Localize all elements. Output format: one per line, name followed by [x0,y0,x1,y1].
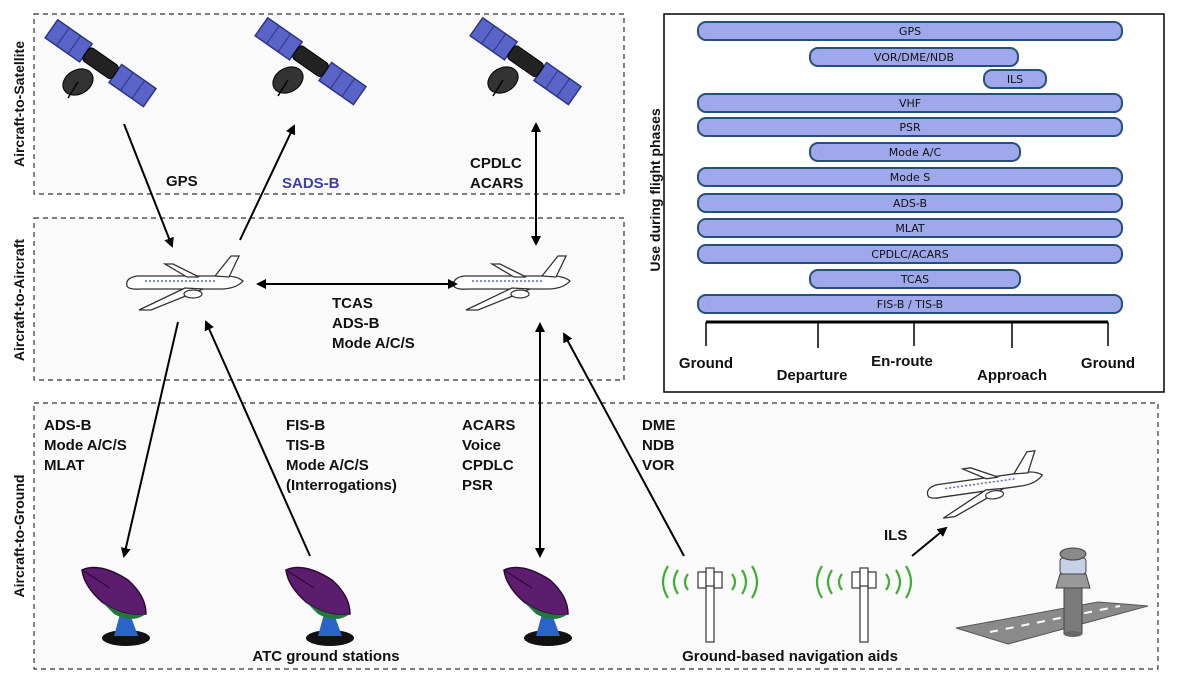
label-cpdlc: CPDLC [470,155,522,172]
label-acars: ACARS [470,175,523,192]
section-label-satellite: Aircraft-to-Satellite [11,41,27,167]
ground-section-box [33,402,1159,670]
label-g4-0: DME [642,417,675,434]
label-g3-2: CPDLC [462,457,514,474]
phases-panel-title: Use during flight phases [647,108,663,272]
phase-bar-ils [983,69,1047,89]
arrow-ground-2 [204,320,311,557]
label-g1-1: Mode A/C/S [44,437,127,454]
phase-bar-mlat [697,218,1123,238]
section-label-aircraft: Aircraft-to-Aircraft [11,239,27,361]
phase-label-approach: Approach [977,367,1047,384]
label-sadsb: SADS-B [282,175,340,192]
phase-label-ground-start: Ground [679,355,733,372]
satellite-section-box [33,13,625,195]
label-a2a-adsb: ADS-B [332,315,380,332]
phase-label-departure: Departure [777,367,848,384]
aircraft-section-box [33,217,625,381]
phase-bar-vhf [697,93,1123,113]
phase-bar-label-adsb: ADS-B [893,197,927,210]
label-navaids: Ground-based navigation aids [682,648,898,665]
phase-bar-label-gps: GPS [899,25,921,38]
phase-bar-fisb [697,294,1123,314]
label-g1-2: MLAT [44,457,85,474]
phase-bar-modeac [809,142,1021,162]
arrow-ils [911,526,948,557]
phase-bar-label-ils: ILS [1007,73,1023,86]
label-a2a-tcas: TCAS [332,295,373,312]
phase-bar-label-mlat: MLAT [895,222,925,235]
arrow-sadsb [239,124,296,241]
phase-label-ground-end: Ground [1081,355,1135,372]
phase-bar-label-vor: VOR/DME/NDB [874,51,954,64]
phase-bar-modes [697,167,1123,187]
phase-bar-label-cpdlc: CPDLC/ACARS [871,248,948,261]
label-g3-1: Voice [462,437,501,454]
label-g1-0: ADS-B [44,417,92,434]
phase-bar-label-vhf: VHF [899,97,921,110]
phase-bar-psr [697,117,1123,137]
section-label-ground: Aircraft-to-Ground [11,475,27,598]
phase-bar-label-tcas: TCAS [900,273,929,286]
phase-bar-tcas [809,269,1021,289]
label-ils: ILS [884,527,907,544]
phase-bar-label-modeac: Mode A/C [889,146,942,159]
label-g2-1: TIS-B [286,437,325,454]
phase-bar-label-modes: Mode S [890,171,930,184]
arrow-gps [123,123,174,248]
runway-icon [955,601,1149,645]
label-g2-0: FIS-B [286,417,325,434]
phase-bar-cpdlc [697,244,1123,264]
phase-bar-label-psr: PSR [899,121,921,134]
phase-bars: GPS VOR/DME/NDB ILS VHF PSR Mode A/C Mod… [697,21,1123,314]
arrow-ground-4 [563,332,685,557]
label-g2-3: (Interrogations) [286,477,397,494]
phase-bar-label-fisb: FIS-B / TIS-B [877,298,943,311]
label-g3-0: ACARS [462,417,515,434]
label-g4-2: VOR [642,457,675,474]
label-atc-stations: ATC ground stations [252,648,399,665]
phase-bar-gps [697,21,1123,41]
phase-bar-adsb [697,193,1123,213]
label-g2-2: Mode A/C/S [286,457,369,474]
label-a2a-mode: Mode A/C/S [332,335,415,352]
arrow-ground-1 [120,321,179,558]
phase-bar-vor [809,47,1019,67]
label-gps: GPS [166,173,198,190]
control-tower-icon [1055,547,1091,637]
label-g3-3: PSR [462,477,493,494]
phase-label-enroute: En-route [871,353,933,370]
label-g4-1: NDB [642,437,675,454]
